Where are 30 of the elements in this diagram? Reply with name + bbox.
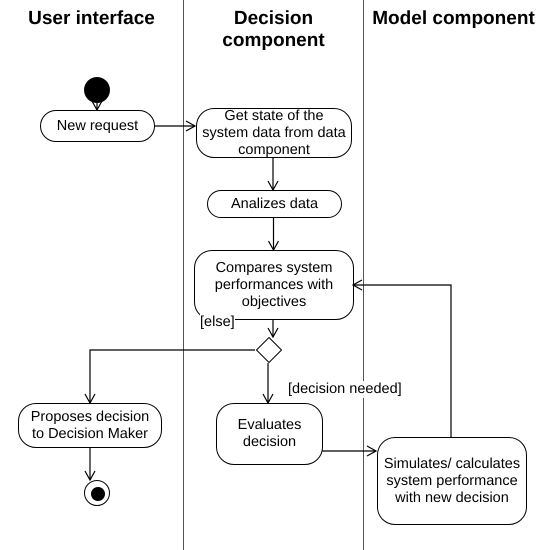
start-node bbox=[84, 77, 110, 103]
arrow bbox=[268, 218, 280, 251]
activity-text: New request bbox=[56, 118, 138, 134]
activity-box bbox=[216, 403, 323, 465]
activity-text: Simulates/ calculates system performance with new decision bbox=[382, 456, 522, 506]
activity-text: Proposes decision to Decision Maker bbox=[30, 408, 150, 442]
arrow bbox=[91, 100, 103, 111]
arrow bbox=[84, 448, 96, 481]
activity-text: Analizes data bbox=[230, 196, 318, 212]
edge-label: [else] bbox=[200, 314, 235, 331]
arrow bbox=[322, 445, 377, 457]
activity-box bbox=[18, 403, 162, 448]
activity-box bbox=[40, 110, 155, 142]
arrow bbox=[84, 349, 255, 404]
lane-heading: User interface bbox=[27, 8, 156, 30]
edge-label: [decision needed] bbox=[288, 381, 402, 398]
decision-diamond bbox=[256, 337, 282, 363]
activity-box bbox=[377, 437, 527, 525]
lane-heading: Model component bbox=[371, 8, 536, 30]
arrow bbox=[352, 279, 452, 437]
activity-text: Evaluates decision bbox=[236, 417, 302, 451]
arrow bbox=[262, 363, 274, 404]
lane-heading: Decision component bbox=[221, 8, 326, 52]
activity-box bbox=[207, 190, 342, 218]
activity-text: Get state of the system data from data component bbox=[201, 108, 347, 158]
arrow bbox=[155, 120, 196, 132]
arrow bbox=[267, 320, 279, 338]
arrow bbox=[267, 158, 279, 191]
activity-text: Compares system performances with objectives bbox=[214, 260, 334, 310]
end-node bbox=[84, 480, 110, 506]
